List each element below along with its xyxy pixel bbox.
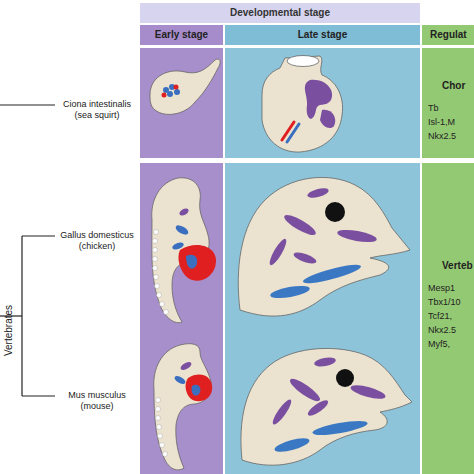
jaw-muscles bbox=[273, 418, 368, 454]
head-muscles bbox=[267, 186, 378, 267]
somite bbox=[153, 257, 158, 262]
somite bbox=[160, 302, 165, 307]
cell-cluster bbox=[162, 84, 181, 98]
muscle bbox=[302, 261, 363, 286]
muscle bbox=[282, 212, 318, 239]
somite bbox=[153, 266, 158, 271]
larva-body bbox=[150, 59, 220, 114]
late-panel bbox=[225, 48, 420, 158]
somite bbox=[154, 275, 159, 280]
heart-field bbox=[186, 255, 197, 269]
muscle bbox=[292, 250, 317, 266]
gene-name: Tb bbox=[428, 101, 439, 115]
heart-tube bbox=[282, 122, 294, 140]
gene-name: Mesp1 bbox=[428, 281, 455, 295]
cell bbox=[162, 93, 167, 98]
column-header: Early stage bbox=[140, 25, 223, 45]
heading-text: Verteb bbox=[428, 259, 473, 273]
head bbox=[238, 177, 410, 316]
head-muscles bbox=[270, 356, 387, 426]
muscle bbox=[179, 360, 192, 371]
muscle bbox=[178, 207, 190, 217]
gene-name: Isl-1,M bbox=[428, 115, 455, 129]
mesoderm bbox=[174, 223, 190, 236]
heart bbox=[186, 374, 213, 401]
eye bbox=[325, 202, 345, 222]
regulator-panel: VertebMesp1Tbx1/10Tcf21,Nkx2.5Myf5, bbox=[422, 163, 474, 474]
early-panel bbox=[140, 48, 223, 158]
late-panel bbox=[225, 163, 420, 474]
somite bbox=[156, 398, 161, 403]
gene-name: Nkx2.5 bbox=[428, 323, 456, 337]
tree-branch bbox=[22, 235, 55, 236]
species-name: Mus musculus (mouse) bbox=[56, 390, 138, 412]
muscle bbox=[306, 186, 329, 199]
head bbox=[241, 348, 412, 465]
gene-name: Nkx2.5 bbox=[428, 129, 456, 143]
siphon bbox=[287, 56, 319, 67]
early-panel bbox=[140, 163, 223, 474]
embryo-body bbox=[154, 344, 211, 470]
juvenile-body bbox=[262, 56, 343, 152]
muscle bbox=[269, 284, 310, 301]
cell bbox=[174, 89, 180, 95]
phylogeny-tree bbox=[0, 105, 55, 396]
heart-field bbox=[192, 385, 201, 396]
gene-name: Tbx1/10 bbox=[428, 295, 461, 309]
muscle bbox=[336, 228, 377, 245]
muscle bbox=[320, 110, 335, 128]
tree-branch bbox=[0, 104, 55, 105]
somite bbox=[153, 239, 158, 244]
muscle bbox=[313, 356, 336, 368]
species-name: Ciona intestinalis (sea squirt) bbox=[56, 99, 138, 121]
somite bbox=[163, 452, 168, 457]
muscle bbox=[273, 436, 310, 455]
somite bbox=[157, 293, 162, 298]
muscle bbox=[312, 418, 369, 438]
cell bbox=[174, 85, 179, 90]
muscle bbox=[306, 398, 330, 418]
gene-name: Myf5, bbox=[428, 337, 450, 351]
muscle bbox=[349, 383, 386, 402]
heart-tube bbox=[287, 124, 299, 142]
heading-text: Regulat bbox=[430, 29, 467, 41]
somite bbox=[164, 310, 169, 315]
somite bbox=[160, 443, 165, 448]
heading-text: Late stage bbox=[298, 29, 347, 41]
somite bbox=[153, 248, 158, 253]
column-header: Regulat bbox=[422, 25, 474, 45]
gene-name: Tcf21, bbox=[428, 309, 452, 323]
somite bbox=[155, 284, 160, 289]
jaw-muscles bbox=[269, 261, 362, 300]
somite bbox=[156, 416, 161, 421]
somite bbox=[156, 407, 161, 412]
muscle bbox=[270, 397, 294, 426]
muscle bbox=[267, 237, 289, 267]
species-name: Gallus domesticus (chicken) bbox=[56, 230, 138, 252]
column-header: Late stage bbox=[225, 25, 420, 45]
somite bbox=[158, 434, 163, 439]
heading-text: Chor bbox=[428, 79, 465, 93]
somites bbox=[153, 230, 169, 315]
eye bbox=[336, 369, 354, 387]
cell bbox=[167, 91, 173, 97]
mesoderm bbox=[173, 374, 186, 385]
heading-text: Developmental stage bbox=[230, 7, 330, 19]
somite bbox=[157, 425, 162, 430]
somite bbox=[154, 230, 159, 235]
regulator-panel: ChorTbIsl-1,MNkx2.5 bbox=[422, 48, 474, 158]
muscle bbox=[287, 376, 322, 405]
stage-header: Developmental stage bbox=[140, 3, 420, 23]
heading-text: Early stage bbox=[155, 29, 208, 41]
clade-name: Vertebrates bbox=[3, 291, 14, 371]
tree-branch bbox=[22, 395, 55, 396]
somites bbox=[156, 398, 168, 457]
heart bbox=[178, 245, 216, 281]
